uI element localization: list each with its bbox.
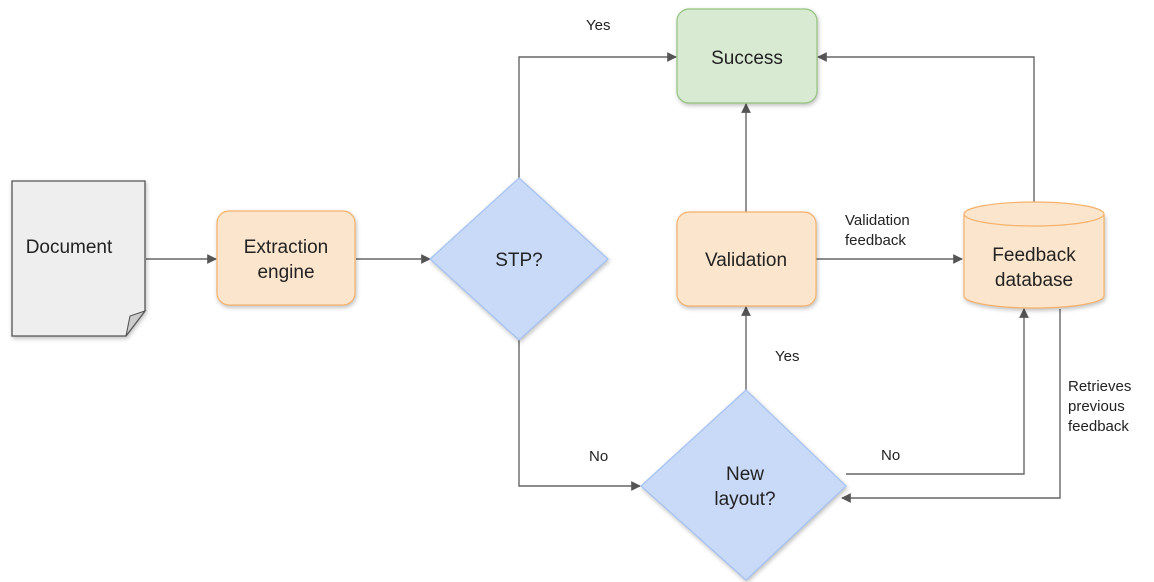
edge-label-layout-no: No xyxy=(881,447,900,464)
edge-label-stp-no: No xyxy=(589,448,608,465)
feedback-database-cylinder-body xyxy=(963,214,1105,309)
node-validation: Validation xyxy=(676,211,817,307)
document-shape xyxy=(11,180,146,337)
new-layout-label-line1: New xyxy=(726,464,764,485)
stp-diamond xyxy=(429,177,609,341)
edge-label-validation-feedback-line1: Validation xyxy=(845,212,910,229)
extraction-engine-box xyxy=(216,210,356,306)
validation-label: Validation xyxy=(705,250,787,271)
node-new-layout-decision: New layout? xyxy=(640,389,847,581)
extraction-engine-label-line2: engine xyxy=(257,262,314,283)
stp-label: STP? xyxy=(495,250,543,271)
node-extraction-engine: Extraction engine xyxy=(216,210,356,306)
document-label: Document xyxy=(26,237,113,258)
node-feedback-database: Feedback database xyxy=(963,201,1105,309)
feedback-database-cylinder-top xyxy=(963,201,1105,227)
edge-stp-to-new-layout xyxy=(518,340,641,491)
feedback-database-label-line2: database xyxy=(995,270,1073,291)
node-document: Document xyxy=(11,180,147,337)
validation-box xyxy=(676,211,817,307)
edge-labels: Yes No Yes No Validation feedback Retrie… xyxy=(586,17,1131,465)
edge-label-stp-yes: Yes xyxy=(586,17,610,34)
edges xyxy=(146,52,1061,503)
edge-label-retrieves-line1: Retrieves xyxy=(1068,378,1131,395)
success-label: Success xyxy=(711,48,783,69)
new-layout-label-line2: layout? xyxy=(714,489,775,510)
feedback-database-label-line1: Feedback xyxy=(992,245,1076,266)
new-layout-diamond xyxy=(640,389,847,581)
edge-label-validation-feedback-line2: feedback xyxy=(845,232,906,249)
edge-label-retrieves-line3: feedback xyxy=(1068,418,1129,435)
edge-feedback-db-to-success xyxy=(817,52,1035,202)
edge-stp-to-success xyxy=(518,52,677,178)
edge-label-retrieves-line2: previous xyxy=(1068,398,1125,415)
document-fold-corner xyxy=(125,309,147,337)
edge-feedback-db-to-new-layout xyxy=(841,309,1061,503)
success-box xyxy=(676,8,818,104)
node-success: Success xyxy=(676,8,818,104)
node-stp-decision: STP? xyxy=(429,177,609,341)
extraction-engine-label-line1: Extraction xyxy=(244,237,328,258)
edge-new-layout-to-feedback-db xyxy=(846,308,1029,475)
edge-label-layout-yes: Yes xyxy=(775,348,799,365)
